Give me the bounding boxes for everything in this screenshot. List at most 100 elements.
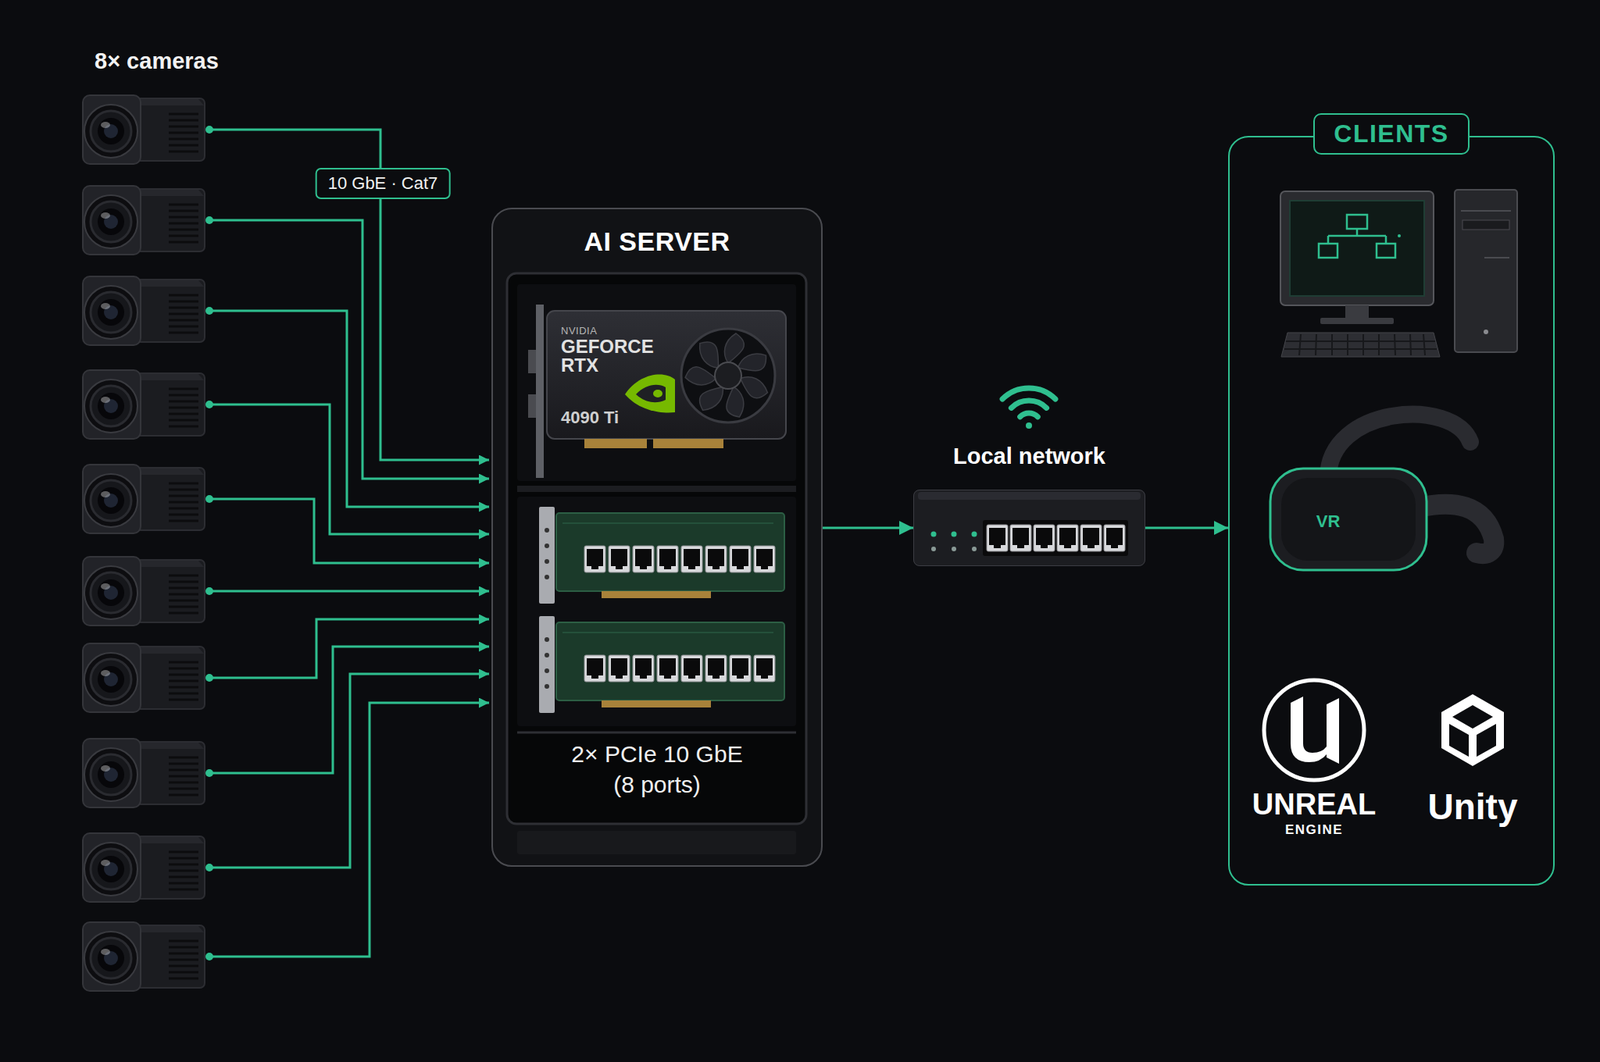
network-switch — [1103, 525, 1125, 552]
network-card — [584, 655, 606, 683]
cable-dot — [205, 125, 214, 134]
cable-wire — [209, 703, 490, 958]
network-card — [608, 546, 630, 573]
cable-label: 10 GbE · Cat7 — [315, 167, 451, 200]
unreal-logo — [1264, 680, 1365, 781]
cable-wire — [209, 129, 490, 958]
pc-icon — [1345, 305, 1369, 320]
cable-dot — [205, 587, 214, 596]
network-switch — [931, 532, 937, 538]
camera-icon — [82, 464, 205, 534]
pc-icon — [1315, 334, 1317, 356]
pc-icon — [1284, 348, 1437, 350]
pc-icon — [1280, 189, 1518, 358]
camera-icon — [82, 557, 205, 626]
pc-icon — [1328, 228, 1386, 244]
camera-icon — [82, 833, 205, 903]
cable-wire — [209, 499, 490, 564]
network-card — [681, 655, 703, 683]
camera-icon — [82, 95, 205, 165]
network-card — [562, 632, 774, 634]
cable-dot — [205, 495, 214, 504]
cable-dot — [205, 674, 214, 683]
unity-logo — [1441, 694, 1504, 767]
pc-icon — [1280, 191, 1434, 306]
label-anchor: 10 GbE · Cat7 — [315, 167, 451, 200]
vr-headset — [1417, 504, 1494, 554]
clients-group: CLIENTS — [1228, 135, 1555, 886]
gpu-card — [546, 310, 786, 440]
camera-icon — [82, 370, 205, 440]
pc-icon — [1289, 200, 1425, 297]
gpu-card — [683, 333, 772, 421]
group-label: 8× cameras — [94, 48, 219, 75]
label-anchor: NVIDIA — [560, 325, 597, 337]
cable-dot — [205, 216, 214, 225]
unreal-logo — [1290, 696, 1340, 765]
product-label: GEFORCE RTX — [560, 337, 654, 376]
wifi-icon — [1020, 413, 1039, 418]
network-card — [729, 546, 751, 573]
wifi-icon — [1025, 422, 1033, 429]
unreal-logo — [1264, 680, 1365, 781]
cable-wire — [209, 619, 490, 679]
pc-icon — [1318, 214, 1396, 258]
pc-icon — [1410, 334, 1411, 356]
logo-wordmark: ENGINE — [1285, 823, 1343, 837]
network-card — [632, 655, 654, 683]
network-switch — [1080, 525, 1102, 552]
network-card — [556, 513, 785, 592]
cable-dot — [205, 864, 214, 872]
network-card — [544, 653, 550, 658]
network-switch — [971, 546, 977, 552]
network-switch — [913, 489, 1146, 567]
pc-icon — [1331, 334, 1333, 356]
gpu-card — [625, 375, 675, 414]
label-anchor: VR — [1316, 511, 1341, 533]
gpu-card — [714, 362, 742, 390]
vr-headset — [1270, 414, 1494, 571]
server-chassis — [491, 207, 823, 868]
pc-icon — [1299, 334, 1301, 356]
pc-icon — [1346, 334, 1349, 356]
server-caption: 2× PCIe 10 GbE (8 ports) — [563, 739, 751, 800]
gpu-card — [681, 328, 775, 423]
gpu-card — [535, 304, 544, 479]
network-switch — [986, 525, 1008, 552]
network-card — [556, 622, 785, 701]
cable-wire — [209, 220, 490, 479]
label-anchor: Unity — [1428, 789, 1518, 825]
pc-icon — [1394, 334, 1396, 356]
network-card — [657, 655, 679, 683]
unity-logo — [1476, 724, 1497, 758]
pc-icon — [1284, 334, 1437, 356]
pc-icon — [1320, 317, 1394, 325]
cable-dot — [205, 769, 214, 778]
camera-icon — [82, 276, 205, 346]
cable-wire — [209, 310, 490, 508]
label-anchor: 4090 Ti — [560, 407, 619, 429]
gpu-card — [528, 304, 786, 479]
network-card — [544, 575, 550, 580]
pc-icon — [1376, 243, 1396, 258]
camera-icon — [82, 922, 205, 992]
network-card — [657, 546, 679, 573]
cable-wire — [209, 404, 490, 535]
label-anchor: GEFORCE RTX — [560, 337, 654, 376]
network-card — [539, 616, 555, 714]
label-anchor: ENGINE — [1285, 823, 1343, 837]
pc-icon — [1281, 332, 1440, 358]
network-switch-box: Local network — [913, 489, 1146, 567]
server-chassis — [517, 485, 797, 493]
cable-dot — [205, 953, 214, 961]
label-anchor: 8× cameras — [94, 48, 219, 75]
server-chassis — [491, 207, 823, 868]
network-switch — [917, 492, 1141, 500]
network-card — [632, 546, 654, 573]
pc-icon — [1462, 220, 1510, 230]
server-chassis — [517, 831, 797, 855]
gpu-card — [635, 385, 666, 404]
gpu-card — [653, 389, 663, 398]
